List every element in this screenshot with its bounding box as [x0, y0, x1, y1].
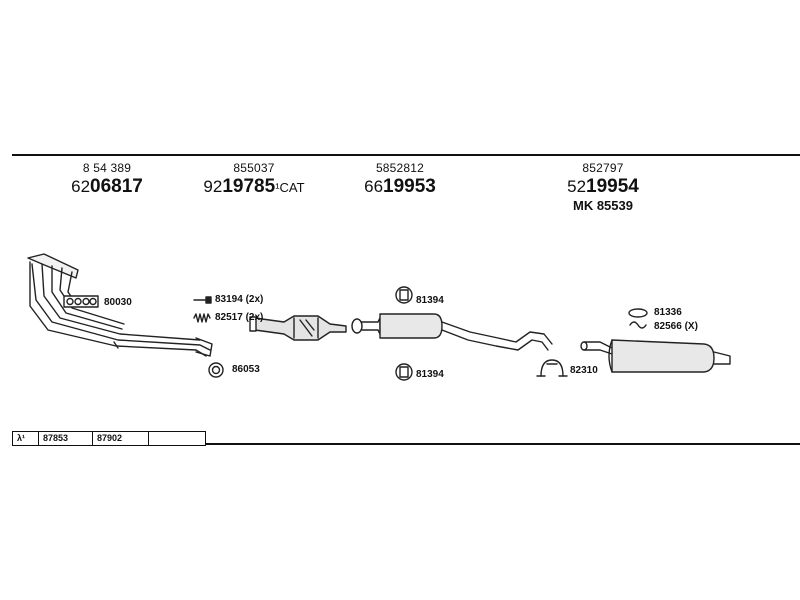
- part-prefix: 66: [364, 177, 384, 196]
- part-header-middle-silencer: 5852812 6619953: [350, 162, 450, 196]
- table-cell-lambda: λ¹: [13, 432, 39, 445]
- label-spring: 82517 (2x): [215, 312, 264, 323]
- part-prefix: 52: [567, 177, 587, 196]
- part-number: 19954: [586, 176, 639, 197]
- label-rear-ring: 81336: [654, 307, 682, 318]
- part-number: 19785: [222, 176, 276, 197]
- part-ref: 8 54 389: [82, 161, 132, 175]
- part-ref: 855037: [233, 161, 275, 175]
- label-hanger-top: 81394: [416, 295, 444, 306]
- accessory-table: λ¹ 87853 87902: [12, 431, 206, 446]
- footer-rule: [205, 443, 800, 445]
- part-ref: 852797: [582, 161, 624, 175]
- label-hanger-bottom: 81394: [416, 369, 444, 380]
- part-prefix: 62: [71, 177, 91, 196]
- label-bolt: 83194 (2x): [215, 294, 264, 305]
- table-cell-empty: [149, 432, 206, 445]
- label-manifold-gasket: 80030: [104, 297, 132, 308]
- part-header-catalyst: 855037 9219785¹CAT: [198, 162, 310, 196]
- label-rear-spring: 82566 (X): [654, 321, 698, 332]
- label-sealing-ring: 86053: [232, 364, 260, 375]
- pipe-clamp-icon: [536, 359, 568, 377]
- sealing-ring: [208, 362, 224, 378]
- rear-spring-icon: [629, 321, 647, 329]
- middle-silencer: [351, 313, 553, 351]
- rubber-hanger-icon: [395, 286, 413, 304]
- part-number: 19953: [383, 176, 436, 197]
- rubber-hanger-icon: [395, 363, 413, 381]
- manifold-gasket: [63, 295, 99, 308]
- header-rule: [12, 154, 800, 156]
- rear-silencer: [580, 339, 731, 373]
- spring-icon: [193, 313, 211, 323]
- table-cell: 87853: [39, 432, 93, 445]
- table-cell: 87902: [93, 432, 149, 445]
- part-header-manifold: 8 54 389 6206817: [62, 162, 152, 196]
- bolt-icon: [193, 296, 212, 304]
- part-ref: 5852812: [375, 161, 425, 175]
- part-number: 06817: [90, 176, 143, 197]
- catalytic-converter: [249, 315, 347, 341]
- part-prefix: 92: [203, 177, 223, 196]
- part-suffix: ¹CAT: [275, 180, 305, 195]
- label-pipe-clamp: 82310: [570, 365, 598, 376]
- part-header-rear-silencer: 852797 5219954 MK 85539: [548, 162, 658, 212]
- exhaust-manifold: [27, 253, 213, 357]
- kit-number: MK 85539: [573, 198, 633, 213]
- rear-sealing-ring: [628, 308, 648, 318]
